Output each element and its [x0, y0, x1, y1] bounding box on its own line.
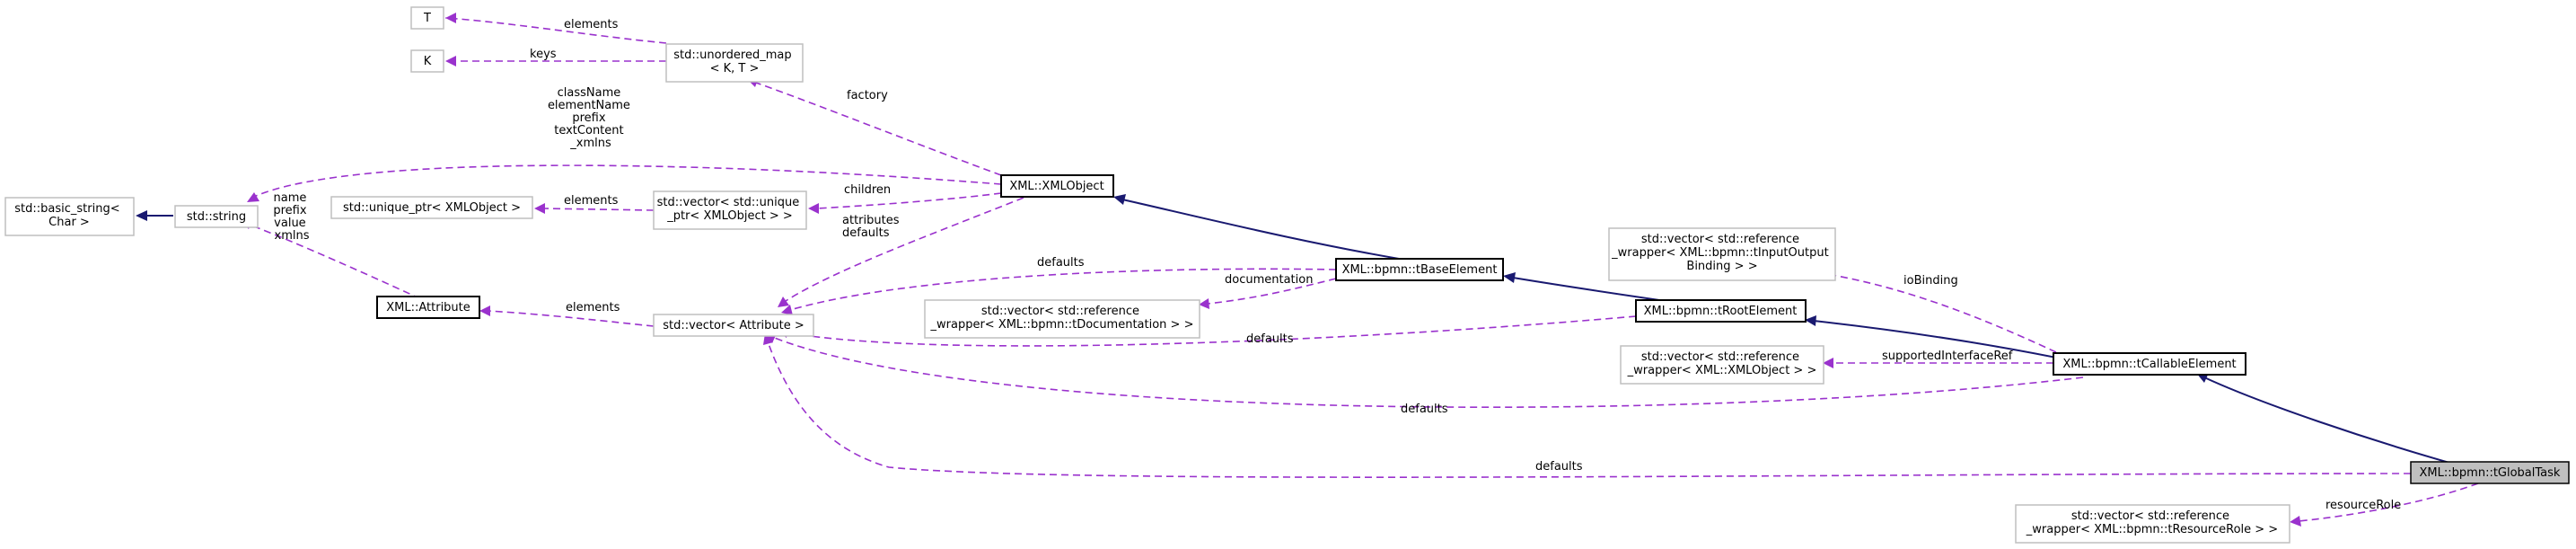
- edge-xmlobject-to-vector-attribute-arrow: [778, 297, 789, 307]
- edge-label-children: children: [844, 183, 891, 197]
- edge-tbaseelement-to-vector-attribute: [789, 268, 1337, 311]
- node-vector-documentation[interactable]: std::vector< std::reference _wrapper< XM…: [924, 299, 1200, 339]
- node-vector-resourcerole[interactable]: std::vector< std::reference _wrapper< XM…: [2015, 504, 2290, 544]
- svg-text:T: T: [423, 12, 431, 25]
- node-vector-iobinding[interactable]: std::vector< std::reference _wrapper< XM…: [1608, 227, 1836, 281]
- edge-tglobaltask-to-vector-resourcerole-arrow: [2290, 516, 2301, 527]
- edge-tbaseelement-to-xmlobject: [1121, 199, 1411, 261]
- svg-text:K: K: [424, 55, 432, 68]
- svg-text:std::string: std::string: [187, 210, 246, 224]
- svg-text:XML::bpmn::tGlobalTask: XML::bpmn::tGlobalTask: [2420, 466, 2561, 480]
- edge-tcallableelement-to-vector-iobinding: [1826, 273, 2057, 353]
- edge-label-defaults-global: defaults: [1535, 460, 1583, 474]
- edge-label-keys-K: keys: [530, 48, 557, 61]
- node-xmlobject[interactable]: XML::XMLObject: [1000, 174, 1114, 198]
- edge-tbaseelement-to-vector-documentation-arrow: [1199, 298, 1209, 309]
- node-tcallableelement[interactable]: XML::bpmn::tCallableElement: [2053, 352, 2246, 376]
- node-unique-ptr[interactable]: std::unique_ptr< XMLObject >: [330, 196, 533, 219]
- edge-label-attributes-defaults: attributes defaults: [842, 214, 903, 240]
- edge-xmlobject-to-vector-unique: [816, 192, 1002, 209]
- svg-text:XML::XMLObject: XML::XMLObject: [1009, 180, 1103, 193]
- svg-text:std::vector< std::reference: std::vector< std::reference _wrapper< XM…: [2026, 509, 2278, 536]
- node-attribute[interactable]: XML::Attribute: [376, 296, 480, 319]
- svg-text:std::vector< std::reference: std::vector< std::reference _wrapper< XM…: [930, 305, 1194, 332]
- node-vector-xmlobject-ref[interactable]: std::vector< std::reference _wrapper< XM…: [1620, 345, 1824, 385]
- edge-label-resource-role: resourceRole: [2325, 499, 2401, 512]
- edge-unordered-map-to-T-arrow: [445, 13, 456, 23]
- svg-text:std::unordered_map < K: std::unordered_map < K, T >: [673, 49, 796, 75]
- edge-unordered-map-to-K-arrow: [445, 56, 456, 66]
- svg-text:XML::bpmn::tRootElement: XML::bpmn::tRootElement: [1644, 305, 1798, 318]
- edge-vector-attribute-to-attribute-arrow: [479, 305, 490, 316]
- edge-vector-attribute-to-attribute: [488, 310, 655, 327]
- nodes: T K std::unordered_map < K, T > std::bas…: [4, 6, 2570, 544]
- svg-text:std::vector< std::reference: std::vector< std::reference _wrapper< XM…: [1611, 233, 1833, 273]
- edge-xmlobject-to-unordered-map: [755, 82, 1002, 176]
- edge-xmlobject-to-vector-attribute: [785, 197, 1024, 302]
- node-T[interactable]: T: [410, 6, 444, 30]
- node-tglobaltask[interactable]: XML::bpmn::tGlobalTask: [2410, 461, 2570, 484]
- edge-xmlobject-to-string-arrow: [247, 192, 259, 202]
- node-vector-unique[interactable]: std::vector< std::unique _ptr< XMLObject…: [653, 190, 807, 230]
- edge-vector-unique-to-unique-ptr-arrow: [534, 203, 545, 214]
- edge-trootelement-to-vector-attribute: [785, 315, 1637, 347]
- edge-label-elements-unique: elements: [564, 194, 619, 208]
- svg-text:std::basic_string< Cha: std::basic_string< Char >: [14, 202, 123, 229]
- edge-label-defaults-base: defaults: [1037, 256, 1085, 270]
- edge-tcallableelement-to-vector-xmlobject-ref-arrow: [1823, 358, 1833, 368]
- edge-label-string-members: className elementName prefix textContent…: [548, 86, 634, 150]
- svg-text:std::vector< std::reference: std::vector< std::reference _wrapper< XM…: [1627, 350, 1817, 377]
- svg-text:XML::Attribute: XML::Attribute: [386, 301, 470, 314]
- edge-label-defaults-root: defaults: [1246, 332, 1294, 346]
- node-tbaseelement[interactable]: XML::bpmn::tBaseElement: [1335, 258, 1504, 281]
- edge-label-iobinding: ioBinding: [1903, 274, 1958, 288]
- edge-label-supported-interface: supportedInterfaceRef: [1882, 350, 2013, 363]
- edge-trootelement-to-tbaseelement-arrow: [1503, 272, 1516, 283]
- svg-text:std::unique_ptr< XMLObject >: std::unique_ptr< XMLObject >: [343, 201, 521, 215]
- edge-xmlobject-to-vector-unique-arrow: [808, 203, 819, 214]
- edge-tglobaltask-to-vector-attribute: [767, 341, 2412, 478]
- edge-tcallableelement-to-trootelement: [1813, 320, 2057, 359]
- node-unordered-map[interactable]: std::unordered_map < K, T >: [665, 43, 804, 83]
- edge-tcallableelement-to-trootelement-arrow: [1805, 315, 1816, 326]
- edge-label-attribute-members: name prefix value xmlns: [273, 191, 310, 243]
- edge-label-elements-attribute: elements: [566, 301, 620, 314]
- node-vector-attribute[interactable]: std::vector< Attribute >: [653, 314, 814, 337]
- edge-string-to-basic-string-arrow: [136, 210, 147, 221]
- svg-text:XML::bpmn::tBaseElement: XML::bpmn::tBaseElement: [1342, 263, 1498, 277]
- node-string[interactable]: std::string: [174, 205, 259, 228]
- edge-label-elements-T: elements: [564, 18, 619, 31]
- edge-tbaseelement-to-xmlobject-arrow: [1113, 194, 1126, 205]
- edge-tcallableelement-to-vector-attribute: [771, 336, 2084, 408]
- node-K[interactable]: K: [410, 49, 444, 73]
- edge-unordered-map-to-T: [444, 17, 667, 44]
- edge-tbaseelement-to-vector-documentation: [1207, 278, 1337, 305]
- edge-vector-unique-to-unique-ptr: [542, 208, 655, 211]
- edge-attribute-to-string: [249, 224, 432, 305]
- edge-labels: elements keys factory className elementN…: [273, 18, 2401, 512]
- edge-label-factory: factory: [847, 89, 888, 102]
- node-basic-string[interactable]: std::basic_string< Char >: [4, 197, 135, 236]
- edge-tglobaltask-to-tcallableelement: [2203, 376, 2457, 465]
- edge-label-documentation: documentation: [1225, 273, 1313, 287]
- edge-label-defaults-callable: defaults: [1401, 403, 1448, 416]
- node-trootelement[interactable]: XML::bpmn::tRootElement: [1635, 299, 1807, 323]
- inheritance-edges: [136, 194, 2457, 465]
- edge-tbaseelement-to-vector-attribute-arrow: [781, 305, 793, 315]
- svg-text:std::vector< std::unique: std::vector< std::unique _ptr< XMLObject…: [657, 196, 804, 223]
- svg-text:std::vector< Attribute >: std::vector< Attribute >: [663, 319, 804, 332]
- svg-text:XML::bpmn::tCallableElement: XML::bpmn::tCallableElement: [2062, 358, 2236, 371]
